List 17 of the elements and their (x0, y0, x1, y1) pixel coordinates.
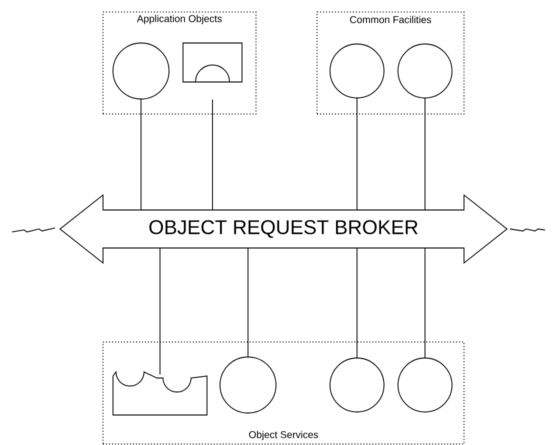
connector-line (424, 98, 426, 210)
connector-line (356, 248, 358, 358)
group-box: Common Facilities (316, 12, 464, 114)
connector-line (424, 248, 426, 358)
group-box: Object Services (102, 342, 464, 444)
object-circle (112, 42, 170, 100)
object-circle (330, 358, 384, 412)
socket-shape (112, 372, 208, 416)
connector-line (140, 99, 142, 210)
object-circle (330, 44, 384, 98)
object-circle (220, 356, 276, 414)
object-circle (398, 44, 452, 98)
group-box: Application Objects (102, 12, 256, 114)
connector-line (212, 99, 213, 210)
connector-line (356, 98, 358, 210)
plug-shape (182, 42, 242, 82)
object-circle (398, 358, 452, 412)
